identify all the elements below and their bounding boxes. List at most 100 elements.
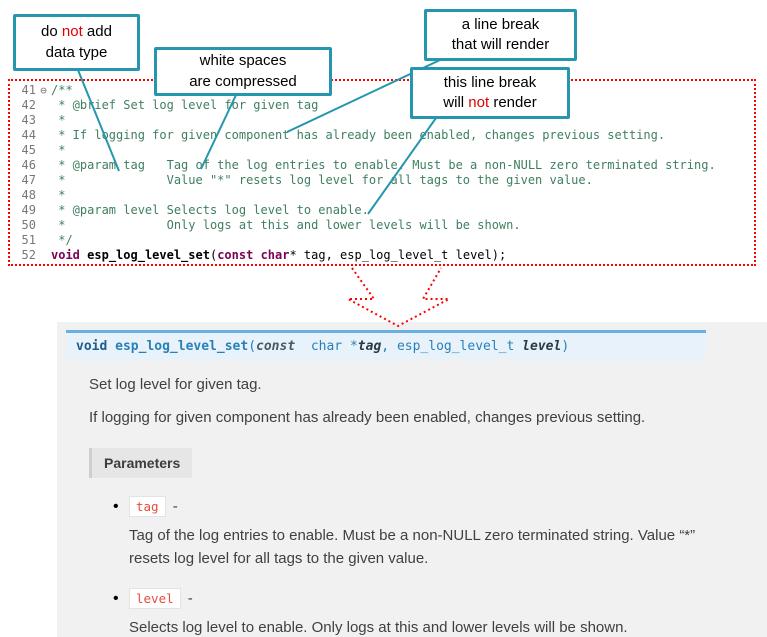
code-token: * — [51, 188, 66, 202]
fold-marker-icon: ⊖ — [40, 84, 47, 97]
callout-text-line: are compressed — [189, 72, 297, 90]
fold-marker-icon — [36, 128, 51, 143]
signature-token: esp_log_level_set — [115, 339, 249, 354]
code-text: * — [51, 188, 65, 203]
fold-marker-icon — [36, 233, 51, 248]
code-line: 50 * Only logs at this and lower levels … — [14, 218, 754, 233]
code-token: * — [51, 113, 66, 127]
line-number: 41 — [21, 83, 36, 97]
line-number: 46 — [21, 158, 36, 172]
callout-line-break-renders: a line break that will render — [424, 9, 577, 61]
signature-token: void — [76, 339, 108, 354]
code-text: * @param level Selects log level to enab… — [51, 203, 369, 218]
bullet-icon: • — [113, 589, 119, 607]
callout-no-datatype: do not add data type — [13, 14, 140, 71]
code-line: 52 void esp_log_level_set(const char* tag… — [14, 248, 754, 263]
code-editor-snippet: 41 ⊖ /**42 * @brief Set log level for give… — [8, 79, 756, 266]
code-line: 42 * @brief Set log level for given tag — [14, 98, 754, 113]
function-signature: void esp_log_level_set(const char *tag, … — [66, 330, 706, 360]
code-token: void — [51, 248, 80, 262]
code-token: char — [260, 248, 290, 262]
callout-text-line: data type — [45, 43, 108, 61]
callout-text-line: this line break — [443, 73, 537, 91]
signature-token: esp_log_level_t — [396, 339, 523, 354]
callout-text-line: that will render — [451, 36, 550, 53]
callout-text: will — [443, 94, 469, 111]
line-number: 47 — [21, 173, 36, 187]
parameter-head: •tag - — [113, 496, 767, 517]
code-text: void esp_log_level_set(const char* tag, … — [51, 248, 506, 263]
parameter-item: •tag - Tag of the log entries to enable. … — [113, 496, 767, 570]
code-text: * @brief Set log level for given tag — [51, 98, 318, 113]
signature-token — [107, 339, 115, 354]
code-token: * Value "*" resets log level for all tag… — [51, 173, 593, 187]
line-number: 48 — [21, 188, 36, 202]
line-number: 44 — [21, 128, 36, 142]
code-token: /** — [51, 83, 73, 97]
parameter-separator: - — [168, 498, 178, 515]
callout-text-line: do not add — [41, 22, 112, 42]
code-text: * If logging for given component has alr… — [51, 128, 665, 143]
line-number: 49 — [21, 203, 36, 217]
signature-token: const — [256, 339, 296, 354]
signature-token: , — [381, 339, 397, 354]
fold-marker-icon — [36, 158, 51, 173]
callout-text-line: a line break — [461, 15, 540, 33]
fold-marker-icon — [36, 203, 51, 218]
code-line: 43 * — [14, 113, 754, 128]
code-text: */ — [51, 233, 73, 248]
code-text: * Only logs at this and lower levels wil… — [51, 218, 521, 233]
code-token: esp_log_level_set — [87, 248, 210, 262]
code-text: /** — [51, 83, 73, 98]
fold-marker-icon — [36, 188, 51, 203]
fold-marker-icon — [36, 98, 51, 113]
signature-token: ) — [561, 339, 570, 354]
code-line: 49 * @param level Selects log level to e… — [14, 203, 754, 218]
code-token: ( — [209, 248, 218, 262]
callout-text-emphasis: not — [468, 94, 490, 111]
code-token: * @param level Selects log level to enab… — [51, 203, 369, 217]
callout-text: render — [489, 94, 537, 111]
bullet-icon: • — [113, 497, 119, 515]
line-number: 50 — [21, 218, 36, 232]
brief-text: Set log level for given tag. — [89, 376, 262, 393]
parameter-description: Tag of the log entries to enable. Must b… — [129, 527, 696, 567]
code-text: * — [51, 143, 65, 158]
code-token: * @param tag Tag of the log entries to e… — [51, 158, 716, 172]
callout-text-line: white spaces — [199, 52, 287, 70]
signature-token: ( — [248, 339, 257, 354]
code-token: * If logging for given component has alr… — [51, 128, 666, 142]
line-number: 43 — [21, 113, 36, 127]
code-text: * — [51, 113, 65, 128]
line-number: 52 — [21, 248, 36, 262]
signature-token: level — [522, 339, 562, 354]
signature-token: tag — [357, 339, 382, 354]
code-token: * Only logs at this and lower levels wil… — [51, 218, 521, 232]
code-line: 45 * — [14, 143, 754, 158]
parameter-separator: - — [183, 590, 193, 607]
code-text: * Value "*" resets log level for all tag… — [51, 173, 593, 188]
code-line: 44 * If logging for given component has … — [14, 128, 754, 143]
rendered-docs-panel: void esp_log_level_set(const char *tag, … — [57, 322, 767, 637]
parameters-label: Parameters — [89, 448, 193, 478]
fold-marker-icon — [36, 143, 51, 158]
code-token — [253, 248, 260, 262]
callout-text: add — [82, 23, 112, 41]
red-dotted-down-arrow-icon — [347, 267, 450, 328]
signature-token — [295, 339, 311, 354]
parameters-list: •tag - Tag of the log entries to enable. … — [57, 496, 767, 637]
code-line: 41 ⊖ /** — [14, 83, 754, 98]
code-token: */ — [51, 233, 73, 247]
code-text: * @param tag Tag of the log entries to e… — [51, 158, 716, 173]
parameter-description: Selects log level to enable. Only logs a… — [129, 619, 628, 636]
callout-text-emphasis: not — [61, 23, 83, 41]
line-number: 45 — [21, 143, 36, 157]
code-token: * @brief Set log level for given tag — [51, 98, 319, 112]
description-text: If logging for given component has alrea… — [89, 409, 646, 426]
fold-marker-icon — [36, 173, 51, 188]
code-lines: 41 ⊖ /**42 * @brief Set log level for give… — [14, 83, 754, 263]
code-line: 46 * @param tag Tag of the log entries t… — [14, 158, 754, 173]
fold-marker-icon — [36, 113, 51, 128]
code-line: 47 * Value "*" resets log level for all … — [14, 173, 754, 188]
